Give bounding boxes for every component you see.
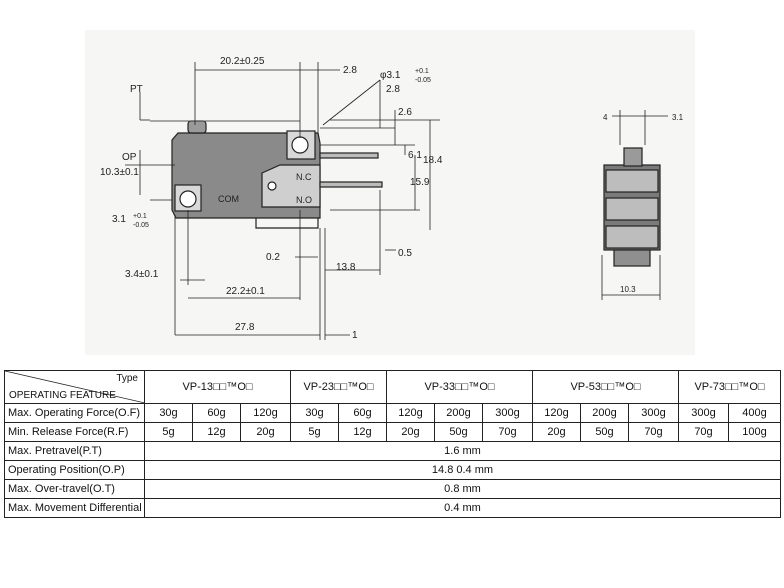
table-cell: 5g — [144, 422, 193, 442]
label-3-1-minus: -0.05 — [133, 222, 149, 229]
table-value-cell: 0.8 mm — [144, 479, 781, 499]
label-hole-tol-minus: -0.05 — [415, 77, 431, 84]
table-cell: 5g — [290, 422, 339, 442]
table-cell: 30g — [290, 403, 339, 423]
table-row: Operating Position(O.P)14.8 0.4 mm — [4, 460, 781, 480]
table-cell: 20g — [532, 422, 581, 442]
table-cell: 20g — [386, 422, 435, 442]
model-header-cell: VP-53□□™O□ — [532, 370, 679, 404]
switch-side-view — [603, 147, 661, 267]
table-value-cell: 0.4 mm — [144, 498, 781, 518]
table-row: Max. Over-travel(O.T)0.8 mm — [4, 479, 781, 499]
row-label: Max. Pretravel(P.T) — [4, 441, 145, 461]
label-3-1: 3.1 — [112, 214, 126, 225]
row-label: Max. Operating Force(O.F) — [4, 403, 145, 423]
table-cell: 60g — [338, 403, 387, 423]
switch-body-front-view — [150, 120, 383, 229]
model-header-cell: VP-33□□™O□ — [386, 370, 533, 404]
label-side-3-1: 3.1 — [672, 113, 684, 122]
row-label: Max. Movement Differential — [4, 498, 145, 518]
label-2-8-b: 2.8 — [386, 84, 400, 95]
corner-diagonal — [5, 371, 145, 403]
switch-dimension-drawing: PT OP 20.2±0.25 2.8 φ3.1 +0.1 -0.05 2.8 … — [85, 30, 695, 355]
corner-type-label: Type — [116, 373, 138, 384]
label-width-top: 20.2±0.25 — [220, 56, 265, 67]
label-2-8-a: 2.8 — [343, 65, 357, 76]
label-hole-diameter: φ3.1 — [380, 70, 401, 81]
table-row: Max. Pretravel(P.T)1.6 mm — [4, 441, 781, 461]
label-3-1-plus: +0.1 — [133, 213, 147, 220]
terminal-no — [319, 181, 383, 188]
table-cell: 60g — [192, 403, 241, 423]
side-dimension-lines — [601, 110, 668, 300]
label-no: N.O — [296, 195, 312, 205]
table-cell: 200g — [434, 403, 483, 423]
label-6-1: 6.1 — [408, 150, 422, 161]
table-value-cell: 14.8 0.4 mm — [144, 460, 781, 480]
label-com: COM — [218, 194, 239, 204]
row-label: Operating Position(O.P) — [4, 460, 145, 480]
table-cell: 12g — [192, 422, 241, 442]
dimension-lines — [125, 62, 440, 340]
table-cell: 120g — [240, 403, 291, 423]
label-27-8: 27.8 — [235, 322, 255, 333]
side-plunger — [623, 147, 643, 167]
table-cell: 70g — [628, 422, 679, 442]
table-cell: 300g — [482, 403, 533, 423]
label-hole-tol-plus: +0.1 — [415, 68, 429, 75]
table-cell: 30g — [144, 403, 193, 423]
table-cell: 400g — [728, 403, 781, 423]
label-15-9: 15.9 — [410, 177, 430, 188]
model-header-cell: VP-13□□™O□ — [144, 370, 291, 404]
label-18-4: 18.4 — [423, 155, 443, 166]
table-cell: 200g — [580, 403, 629, 423]
table-cell: 120g — [386, 403, 435, 423]
table-header-row: Type OPERATING FEATURE VP-13□□™O□VP-23□□… — [4, 370, 781, 404]
operating-feature-table: Type OPERATING FEATURE VP-13□□™O□VP-23□□… — [4, 370, 781, 518]
mounting-hole-lower — [179, 190, 197, 208]
row-label: Max. Over-travel(O.T) — [4, 479, 145, 499]
table-cell: 50g — [434, 422, 483, 442]
table-value-cell: 1.6 mm — [144, 441, 781, 461]
table-cell: 50g — [580, 422, 629, 442]
label-10-3: 10.3±0.1 — [100, 167, 139, 178]
table-corner-cell: Type OPERATING FEATURE — [4, 370, 145, 404]
table-cell: 70g — [482, 422, 533, 442]
label-side-10-3: 10.3 — [620, 285, 636, 294]
actuator-plunger — [187, 120, 207, 134]
label-22-2: 22.2±0.1 — [226, 286, 265, 297]
corner-feature-label: OPERATING FEATURE — [9, 390, 116, 401]
table-cell: 20g — [240, 422, 291, 442]
row-label: Min. Release Force(R.F) — [4, 422, 145, 442]
model-header-cell: VP-73□□™O□ — [678, 370, 781, 404]
table-cell: 300g — [628, 403, 679, 423]
label-2-6: 2.6 — [398, 107, 412, 118]
model-header-cell: VP-23□□™O□ — [290, 370, 387, 404]
terminal-nc — [319, 152, 379, 159]
label-op: OP — [122, 152, 137, 163]
label-3-4: 3.4±0.1 — [125, 269, 159, 280]
table-cell: 100g — [728, 422, 781, 442]
table-cell: 70g — [678, 422, 729, 442]
label-pt: PT — [130, 84, 143, 95]
label-side-4: 4 — [603, 113, 608, 122]
table-cell: 120g — [532, 403, 581, 423]
label-13-8: 13.8 — [336, 262, 356, 273]
mounting-hole-upper — [291, 136, 309, 154]
label-0-2: 0.2 — [266, 252, 280, 263]
label-0-5: 0.5 — [398, 248, 412, 259]
label-nc: N.C — [296, 172, 312, 182]
label-1: 1 — [352, 330, 358, 341]
table-cell: 12g — [338, 422, 387, 442]
table-cell: 300g — [678, 403, 729, 423]
